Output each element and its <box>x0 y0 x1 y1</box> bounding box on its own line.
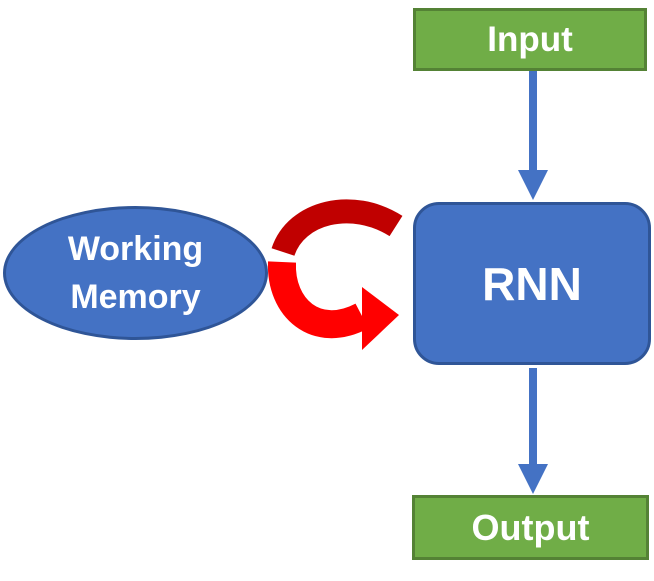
node-output-label: Output <box>471 506 590 548</box>
arrow-rnn-to-output <box>518 368 548 494</box>
loop-arrow-lower-band <box>267 261 369 339</box>
arrow-input-to-rnn <box>518 71 548 200</box>
node-input-label: Input <box>487 19 573 59</box>
node-rnn: RNN <box>413 202 651 365</box>
node-input: Input <box>413 8 647 71</box>
node-working-memory: Working Memory <box>3 206 268 340</box>
arrow-rnn-to-output-head <box>518 464 548 494</box>
node-working-memory-label-line1: Working <box>67 230 204 268</box>
node-rnn-label: RNN <box>482 257 582 310</box>
loop-arrow-upper-band <box>271 199 403 257</box>
arrow-input-to-rnn-head <box>518 170 548 200</box>
node-output: Output <box>412 495 649 560</box>
loop-arrowhead <box>362 287 399 350</box>
recurrent-loop-arrow <box>267 199 403 350</box>
node-working-memory-label-line2: Memory <box>70 278 201 316</box>
